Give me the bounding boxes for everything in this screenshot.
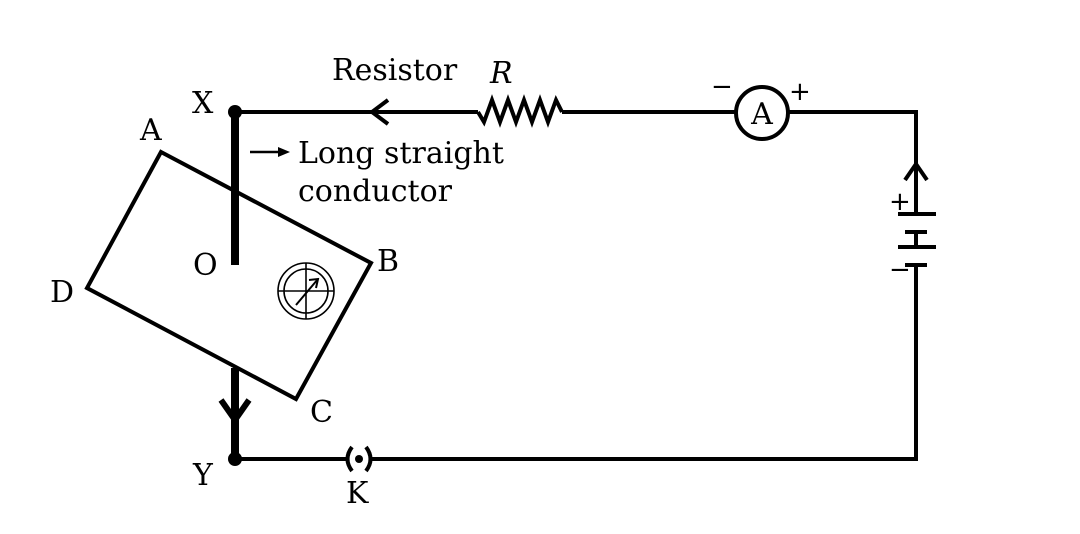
ammeter-label: A <box>750 97 773 132</box>
junction-X-dot <box>228 105 242 119</box>
label-D: D <box>50 275 74 310</box>
ammeter-plus-sign: + <box>789 77 811 107</box>
resistor-label: Resistor <box>332 53 458 88</box>
current-arrow-conductor <box>218 398 252 426</box>
label-pointer-arrowhead <box>278 147 290 157</box>
key-left-bracket <box>345 445 354 473</box>
compass-icon <box>277 262 335 320</box>
resistor <box>476 94 564 128</box>
label-X: X <box>192 86 214 121</box>
current-arrow-top <box>368 98 390 126</box>
resistor-symbol-R: R <box>489 56 513 91</box>
label-Y: Y <box>192 458 214 493</box>
key-contact-dot <box>355 455 363 463</box>
conductor-label-line2: conductor <box>298 174 453 209</box>
rectangular-loop-ABCD <box>84 149 374 402</box>
label-C: C <box>310 395 333 430</box>
battery-plus-sign: + <box>889 187 911 217</box>
conductor-label-line1: Long straight <box>298 136 504 171</box>
ammeter-minus-sign: − <box>711 72 733 102</box>
battery-minus-sign: − <box>889 255 911 285</box>
key-right-bracket <box>364 445 373 473</box>
junction-Y-dot <box>228 452 242 466</box>
label-A: A <box>139 113 162 148</box>
label-K: K <box>346 476 369 511</box>
current-arrow-right <box>903 160 929 182</box>
label-B: B <box>377 244 399 279</box>
label-O: O <box>193 248 218 283</box>
